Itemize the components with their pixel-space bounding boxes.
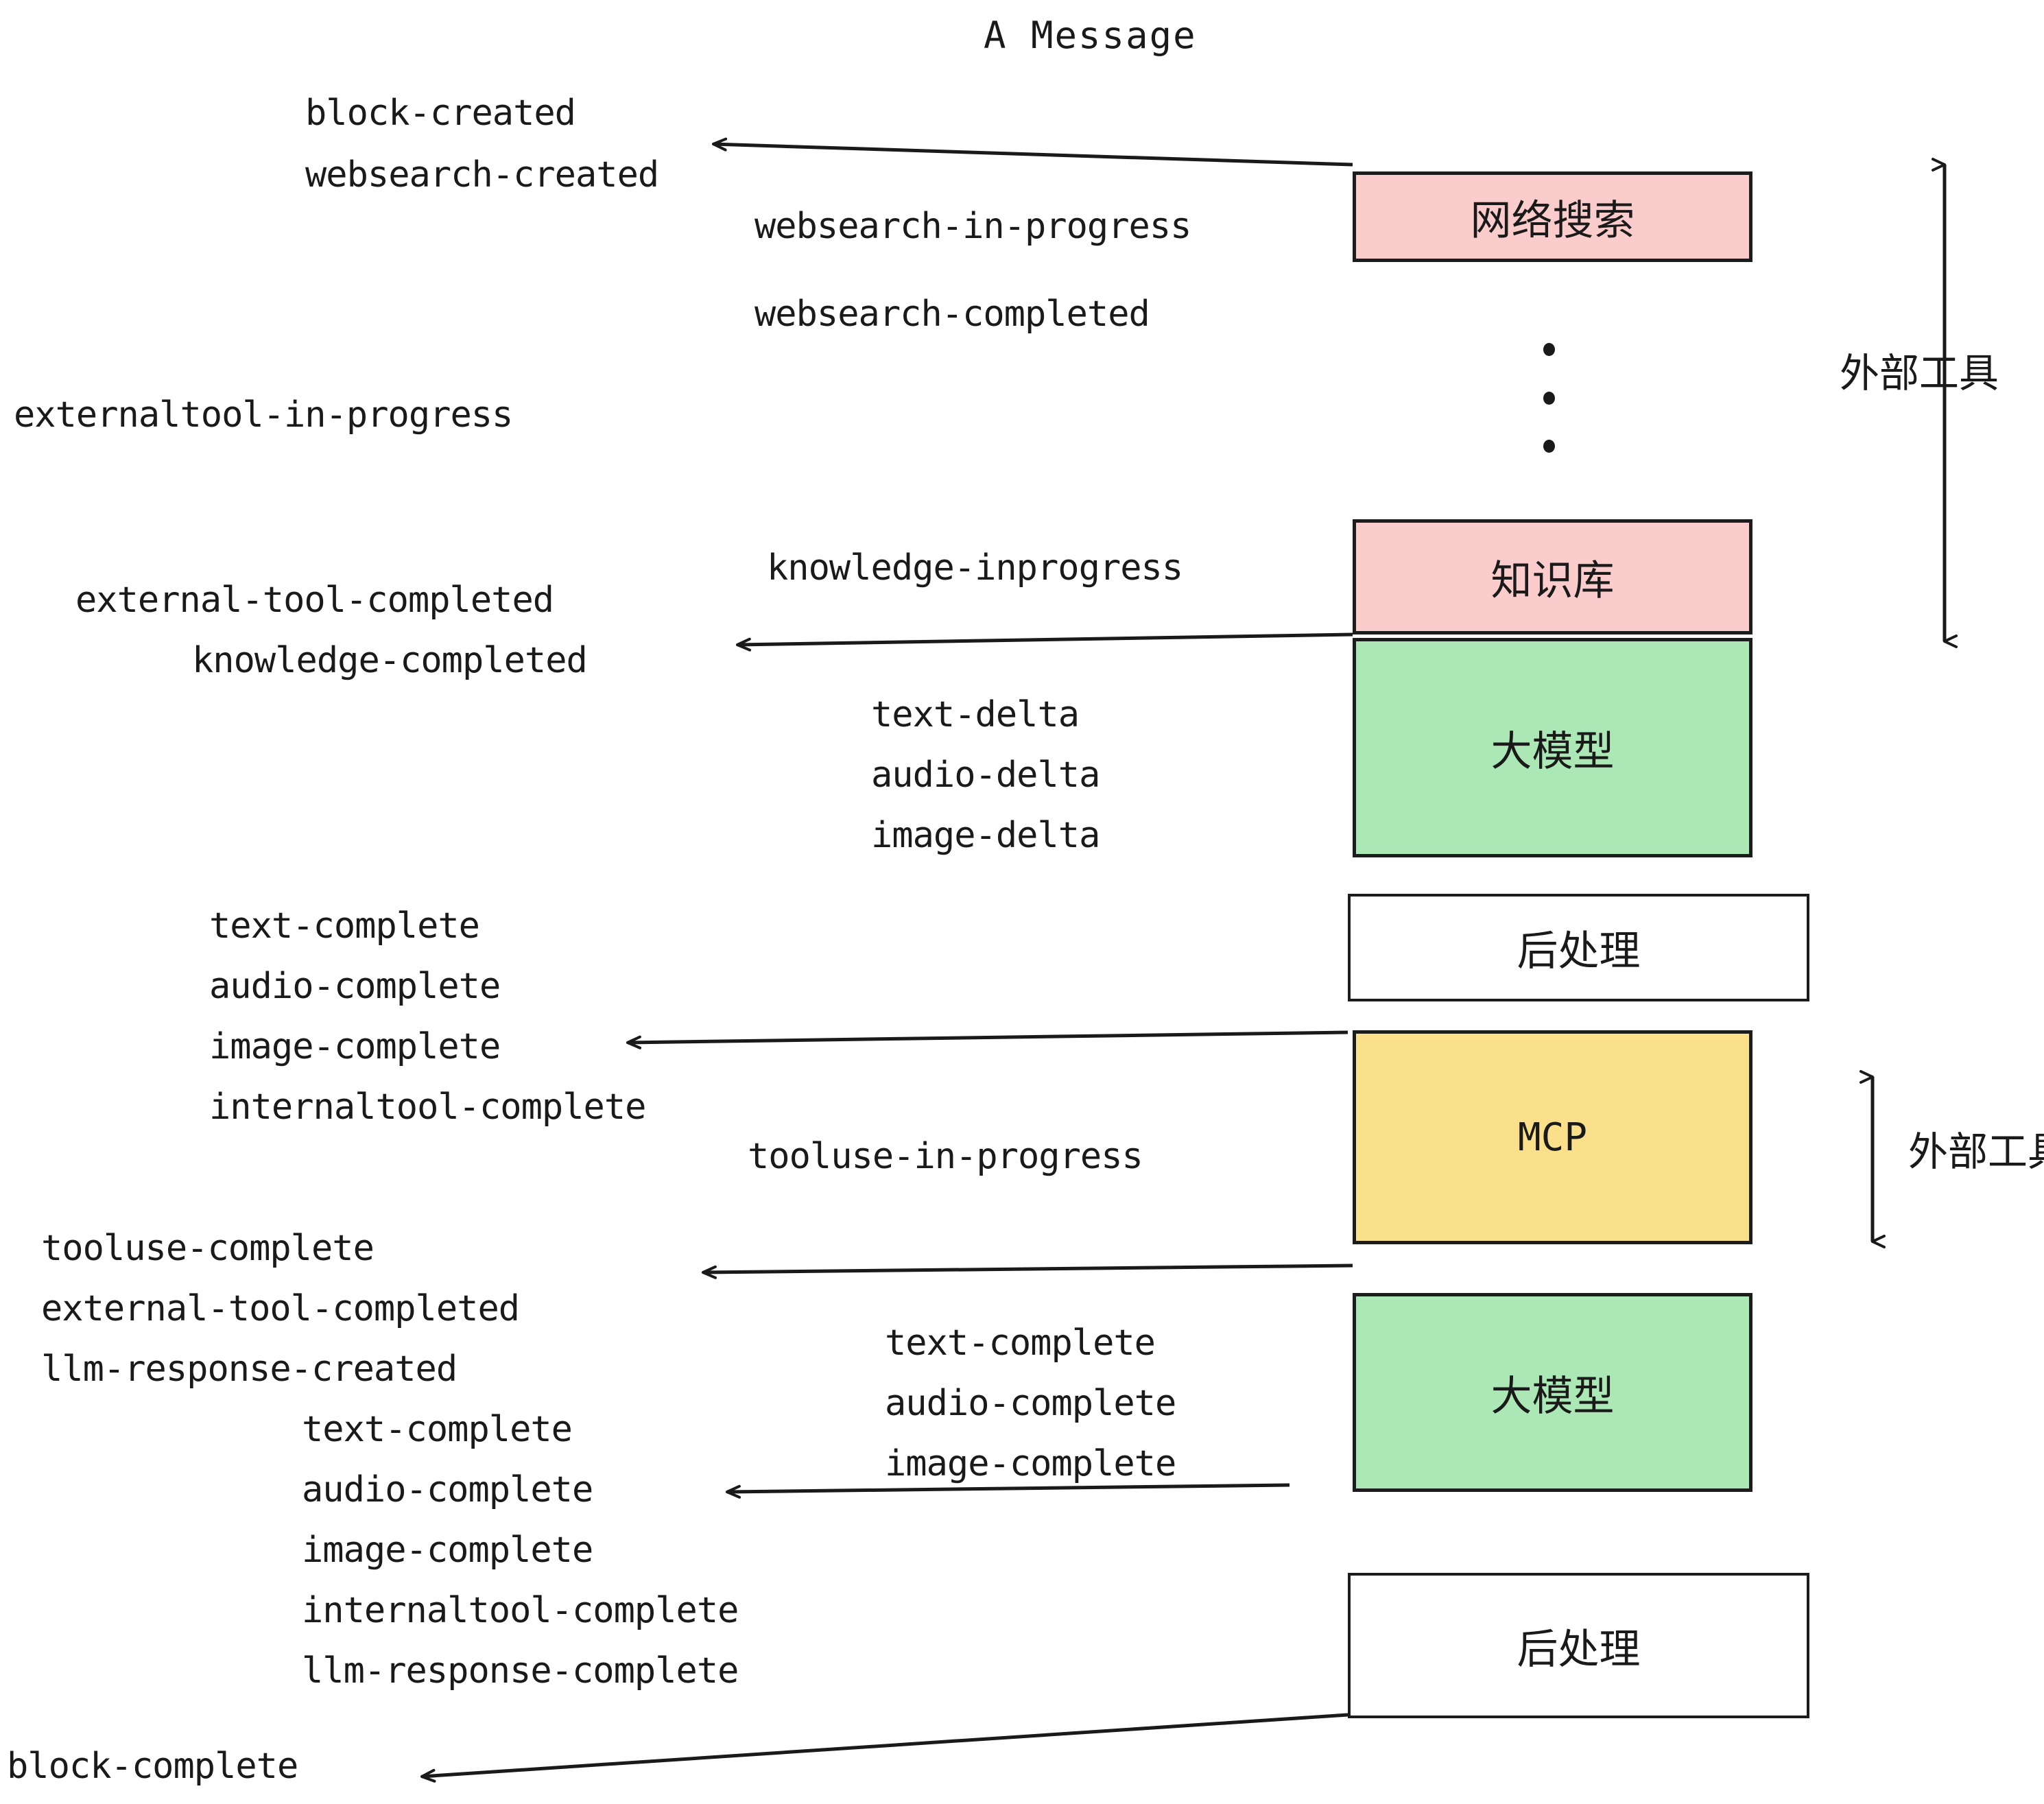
event-label-knowledge-completed: knowledge-completed [192, 640, 588, 681]
node-box-llm-1[interactable]: 大模型 [1353, 638, 1752, 857]
ellipsis-dots [1542, 343, 1556, 453]
node-box-knowledge[interactable]: 知识库 [1353, 519, 1752, 634]
side-label-external-tool-lower: 外部工具 [1908, 1128, 2044, 1175]
event-label-image-complete-1: image-complete [209, 1026, 501, 1067]
event-label-audio-delta-1: audio-delta [871, 755, 1100, 796]
event-label-block-complete: block-complete [7, 1746, 298, 1787]
event-label-external-tool-completed-2: external-tool-completed [41, 1288, 520, 1329]
event-label-text-delta-1: text-delta [871, 694, 1080, 735]
event-label-image-delta-1: image-delta [871, 815, 1100, 856]
event-label-internaltool-complete-1: internaltool-complete [209, 1087, 646, 1128]
side-label-external-tool-upper: 外部工具 [1840, 350, 1999, 396]
event-label-image-delta-2: image-complete [885, 1443, 1176, 1484]
event-label-audio-complete-1: audio-complete [209, 966, 501, 1007]
event-label-text-complete-1: text-complete [209, 905, 480, 947]
event-label-external-tool-completed-1: external-tool-completed [75, 580, 554, 621]
event-label-internaltool-complete-2: internaltool-complete [302, 1590, 739, 1631]
event-label-audio-complete-2: audio-complete [302, 1469, 593, 1510]
event-label-llm-response-created: llm-response-created [41, 1349, 457, 1390]
node-box-llm-2[interactable]: 大模型 [1353, 1293, 1752, 1492]
event-label-audio-delta-2: audio-complete [885, 1383, 1176, 1424]
node-label-llm-1: 大模型 [1490, 727, 1615, 776]
event-label-image-complete-2: image-complete [302, 1530, 593, 1571]
event-label-tooluse-complete: tooluse-complete [41, 1228, 375, 1269]
node-label-mcp: MCP [1517, 1115, 1588, 1160]
event-label-websearch-created: websearch-created [305, 154, 659, 195]
node-box-mcp[interactable]: MCP [1353, 1030, 1752, 1244]
node-label-knowledge: 知识库 [1490, 556, 1615, 605]
page-title: A Message [984, 14, 1197, 57]
event-label-websearch-in-progress: websearch-in-progress [754, 206, 1191, 247]
event-label-text-delta-2: text-complete [885, 1322, 1156, 1364]
event-label-text-complete-2: text-complete [302, 1409, 573, 1450]
event-label-block-created: block-created [305, 93, 576, 134]
node-box-websearch[interactable]: 网络搜索 [1353, 171, 1752, 262]
event-label-llm-response-complete: llm-response-complete [302, 1650, 739, 1692]
event-label-knowledge-inprogress: knowledge-inprogress [767, 547, 1183, 589]
event-label-websearch-completed: websearch-completed [754, 294, 1150, 335]
event-label-tooluse-in-progress: tooluse-in-progress [748, 1136, 1143, 1177]
node-label-llm-2: 大模型 [1490, 1372, 1615, 1421]
node-box-postprocess-2[interactable]: 后处理 [1348, 1573, 1809, 1718]
node-box-postprocess-1[interactable]: 后处理 [1348, 894, 1809, 1001]
node-label-postprocess-1: 后处理 [1517, 927, 1641, 975]
node-label-websearch: 网络搜索 [1470, 196, 1635, 245]
node-label-postprocess-2: 后处理 [1517, 1625, 1641, 1674]
event-label-externaltool-in-progress: externaltool-in-progress [14, 394, 513, 436]
